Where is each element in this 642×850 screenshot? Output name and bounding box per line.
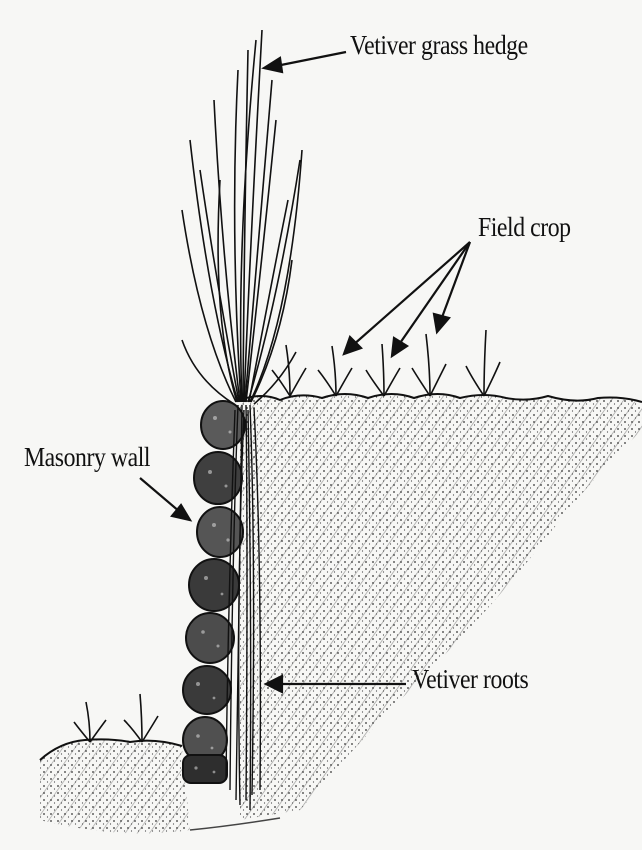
arrow-hedge: [264, 52, 346, 72]
crop-plant: [272, 345, 306, 396]
label-vetiver-roots: Vetiver roots: [412, 664, 528, 695]
label-field-crop: Field crop: [478, 212, 571, 243]
upper-soil: [240, 394, 642, 820]
vetiver-grass-hedge: [182, 30, 302, 404]
crop-plant: [74, 702, 106, 742]
crop-plant: [466, 330, 500, 396]
crop-plant: [412, 334, 446, 396]
label-masonry-wall: Masonry wall: [24, 442, 150, 473]
arrow-wall: [140, 478, 190, 520]
arrow-crop-1: [344, 242, 470, 354]
label-vetiver-grass-hedge: Vetiver grass hedge: [350, 30, 528, 61]
crop-plant: [124, 694, 158, 742]
